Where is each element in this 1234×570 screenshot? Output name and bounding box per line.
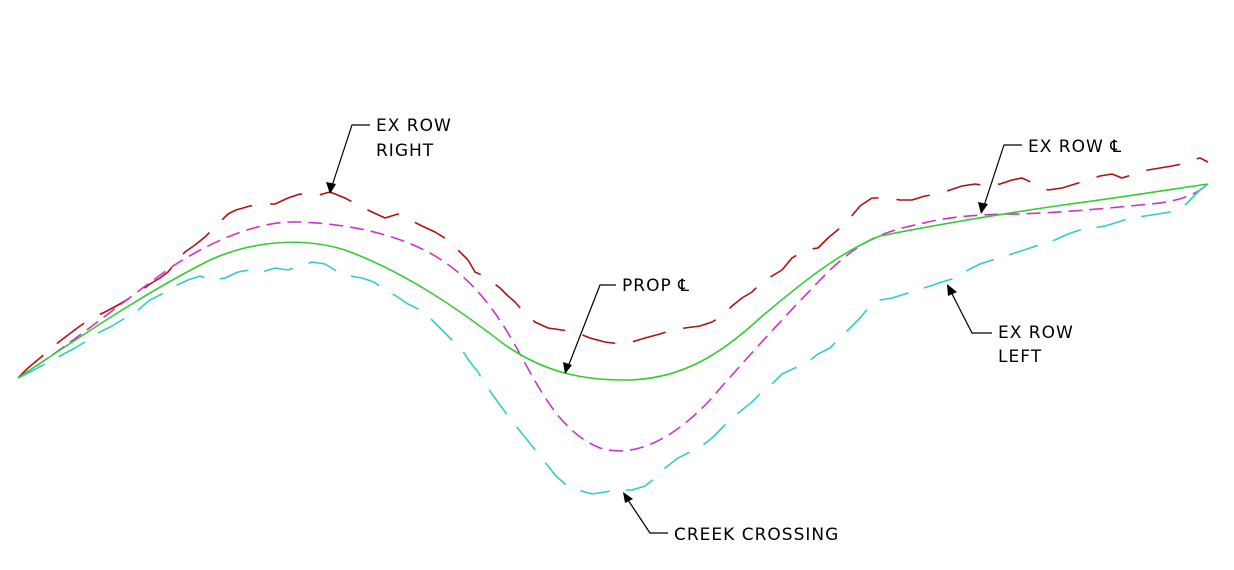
ex-row-right-line xyxy=(17,157,1209,379)
ex-row-left-label-line1: EX ROW xyxy=(998,323,1074,343)
leader-ex-row-cl xyxy=(978,144,1022,214)
prop-centerline xyxy=(17,183,1209,381)
ex-row-right-label-line2: RIGHT xyxy=(376,141,434,161)
leader-creek-crossing xyxy=(623,492,668,534)
creek-crossing-label: CREEK CROSSING xyxy=(674,525,839,545)
ex-row-right-label-line1: EX ROW xyxy=(376,116,452,136)
leader-ex-row-right xyxy=(326,124,370,194)
prop-cl-label: PROP ℄ xyxy=(622,276,690,296)
leader-ex-row-left xyxy=(947,284,992,334)
ex-row-left-line xyxy=(17,183,1209,495)
ex-row-cl-label: EX ROW ℄ xyxy=(1028,137,1122,157)
ex-row-centerline xyxy=(17,183,1209,452)
leader-prop-cl xyxy=(563,284,616,374)
ex-row-left-label-line2: LEFT xyxy=(998,347,1042,367)
